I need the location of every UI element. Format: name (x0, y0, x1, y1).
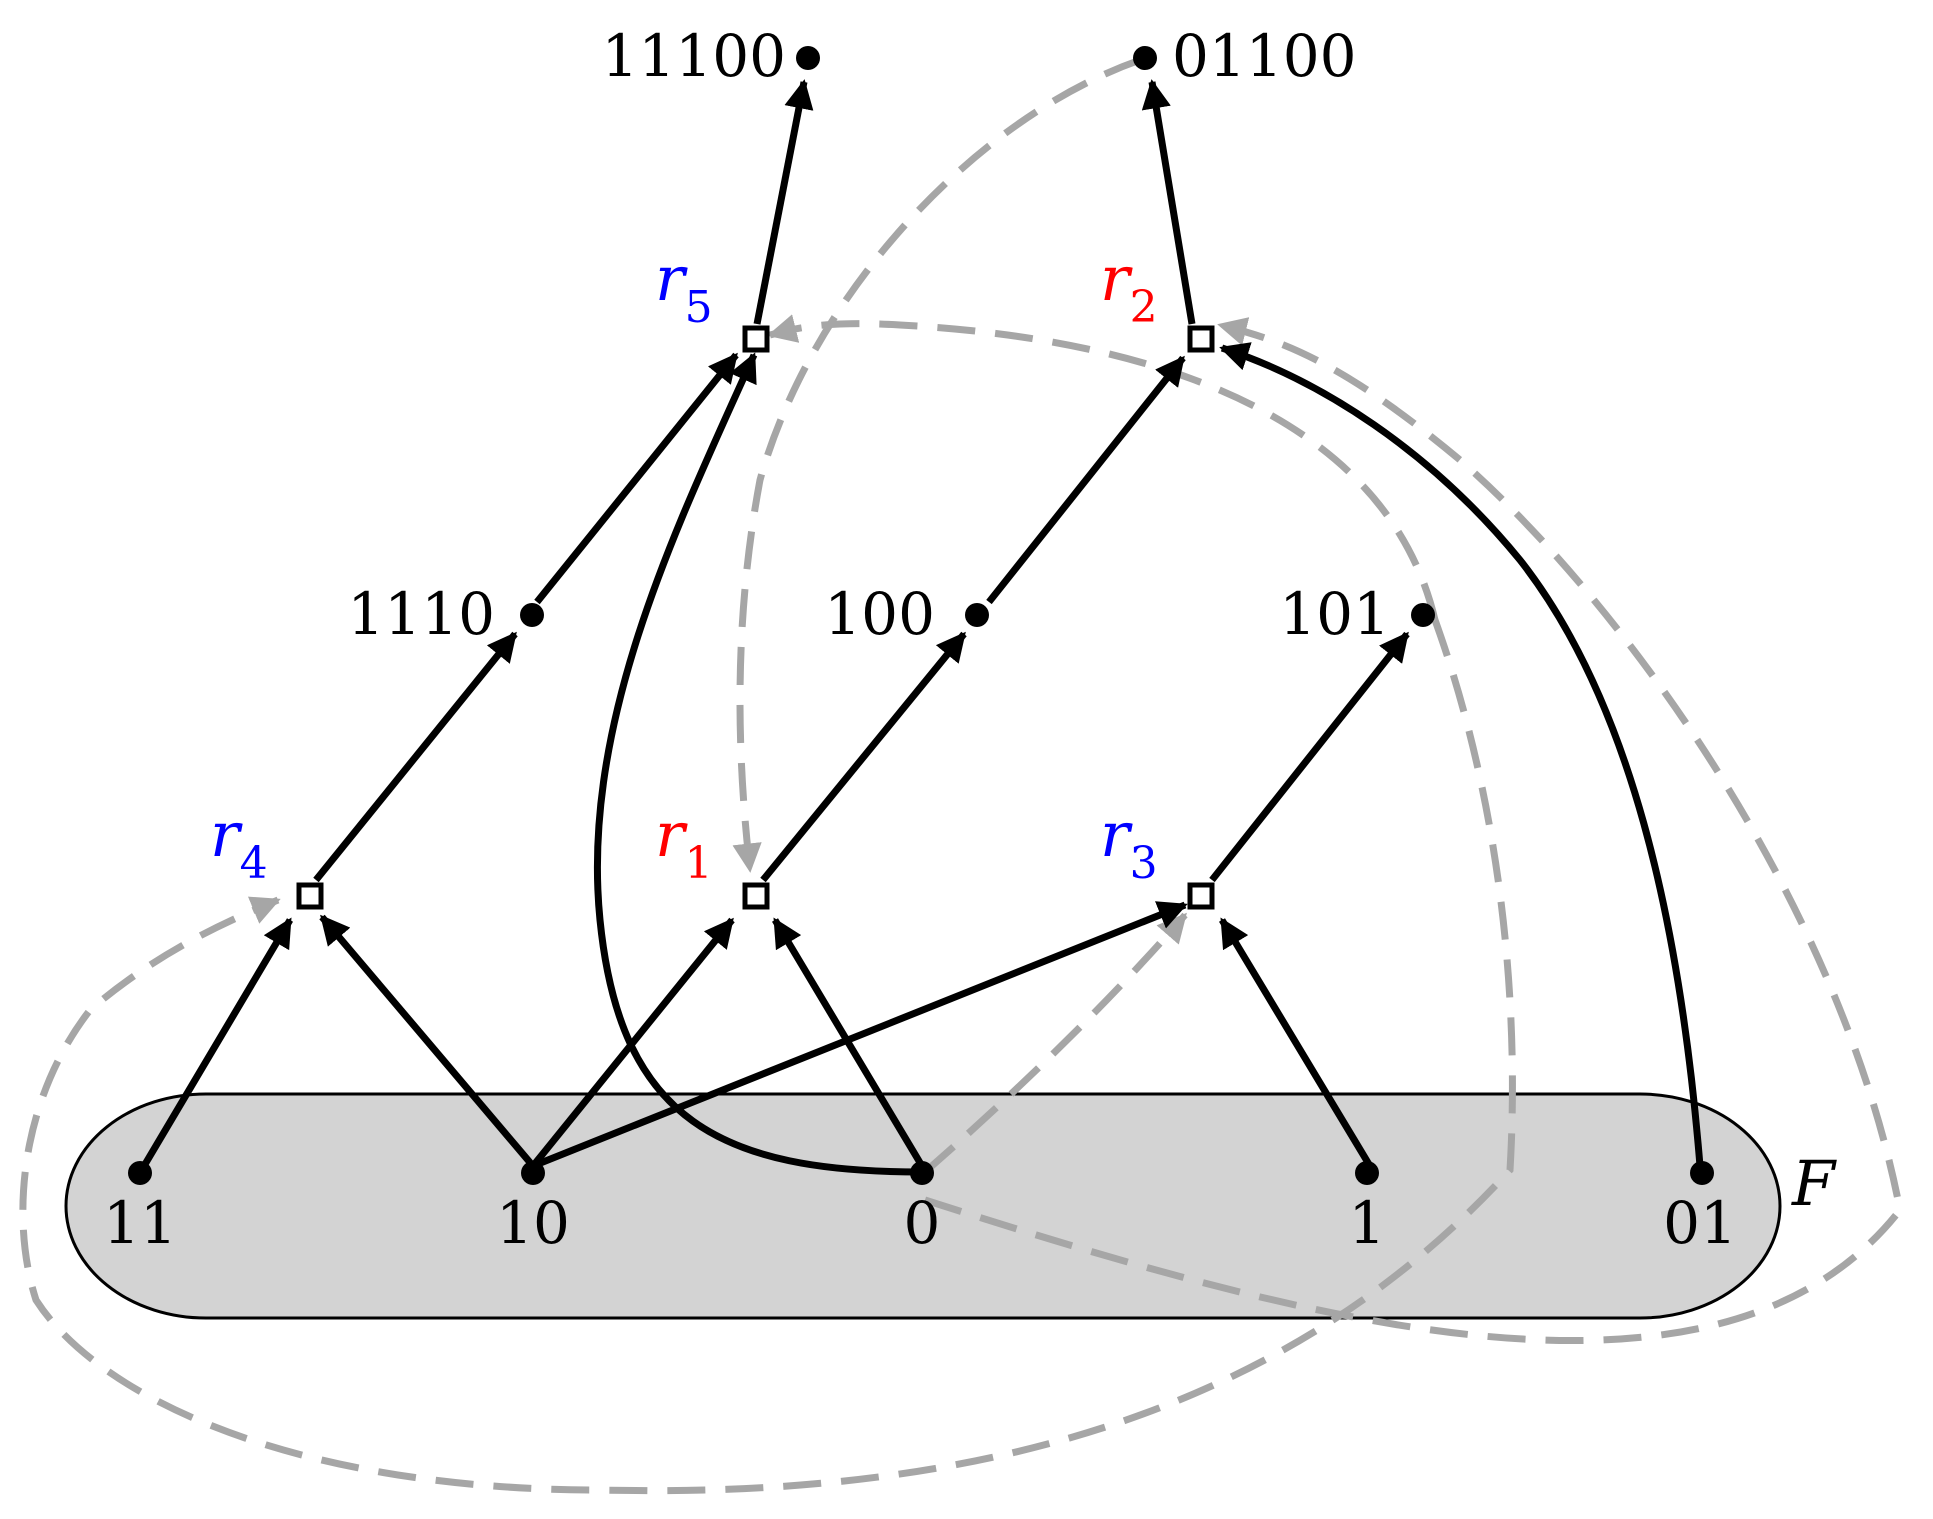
rule-node-r5 (742, 325, 770, 353)
node-label-11100: 11100 (601, 22, 786, 90)
node-dot-101 (1411, 603, 1435, 627)
rule-letter-r1: r (655, 798, 688, 871)
node-dot-1 (1355, 1161, 1379, 1185)
rule-index-r1: 1 (685, 838, 713, 889)
edge-r1-100 (760, 631, 967, 883)
dashed-curve-01100-r1 (732, 56, 1142, 873)
dashed-curve-0-r2 (923, 317, 1904, 1345)
edge-10-r4 (319, 914, 536, 1169)
rule-index-r4: 4 (240, 838, 268, 889)
edge-1-r3 (1219, 917, 1373, 1168)
rule-node-r4 (296, 882, 324, 910)
node-dot-1110 (520, 603, 544, 627)
rule-label-r4: r4 (210, 798, 268, 889)
rule-node-r1 (742, 882, 770, 910)
node-dot-0 (910, 1161, 934, 1185)
dashed-curve-101-r5 (767, 314, 1439, 621)
edge-0-r5 (593, 352, 923, 1176)
edge-r3-101 (1209, 631, 1410, 883)
rule-index-r3: 3 (1130, 838, 1158, 889)
node-dot-11 (128, 1161, 152, 1185)
rule-letter-r3: r (1100, 798, 1133, 871)
node-label-1110: 1110 (347, 580, 495, 648)
edge-r5-11100 (753, 79, 814, 325)
rule-letter-r5: r (655, 242, 688, 315)
edge-r2-01100 (1141, 79, 1196, 325)
rule-label-r5: r5 (655, 242, 713, 333)
dashed-curve-0-r3 (922, 912, 1188, 1175)
element-nodes (128, 46, 1714, 1185)
node-label-101: 101 (1279, 580, 1390, 648)
edge-1110-r5 (534, 352, 739, 605)
rule-label-r3: r3 (1100, 798, 1158, 889)
node-label-01100: 01100 (1172, 22, 1357, 90)
dashed-curves (19, 56, 1904, 1495)
solid-edges (140, 79, 1704, 1176)
rule-index-r2: 2 (1130, 282, 1158, 333)
node-dot-01 (1690, 1161, 1714, 1185)
rule-nodes (296, 325, 1215, 910)
edge-r4-1110 (313, 631, 518, 883)
node-dot-10 (521, 1161, 545, 1185)
node-dot-01100 (1133, 46, 1157, 70)
node-label-01: 01 (1663, 1189, 1737, 1257)
node-label-0: 0 (904, 1189, 941, 1257)
dashed-curve-101-r4 (19, 618, 1516, 1495)
node-dot-100 (965, 603, 989, 627)
edge-100-r2 (986, 355, 1186, 605)
rule-letter-r4: r (210, 798, 243, 871)
node-label-10: 10 (496, 1189, 570, 1257)
set-label-f: F (1791, 1147, 1837, 1220)
edge-11-r4 (140, 917, 294, 1168)
rule-node-r2 (1187, 325, 1215, 353)
rule-letter-r2: r (1100, 242, 1133, 315)
node-label-11: 11 (103, 1189, 177, 1257)
rule-label-r1: r1 (655, 798, 713, 889)
rule-node-r3 (1187, 882, 1215, 910)
node-dot-11100 (796, 46, 820, 70)
rule-label-r2: r2 (1100, 242, 1158, 333)
set-f-region (64, 1092, 1782, 1320)
edge-01-r2 (1219, 342, 1704, 1167)
node-label-100: 100 (824, 580, 935, 648)
edge-10-r3 (531, 901, 1188, 1170)
rule-index-r5: 5 (685, 282, 713, 333)
node-label-1: 1 (1349, 1189, 1386, 1257)
